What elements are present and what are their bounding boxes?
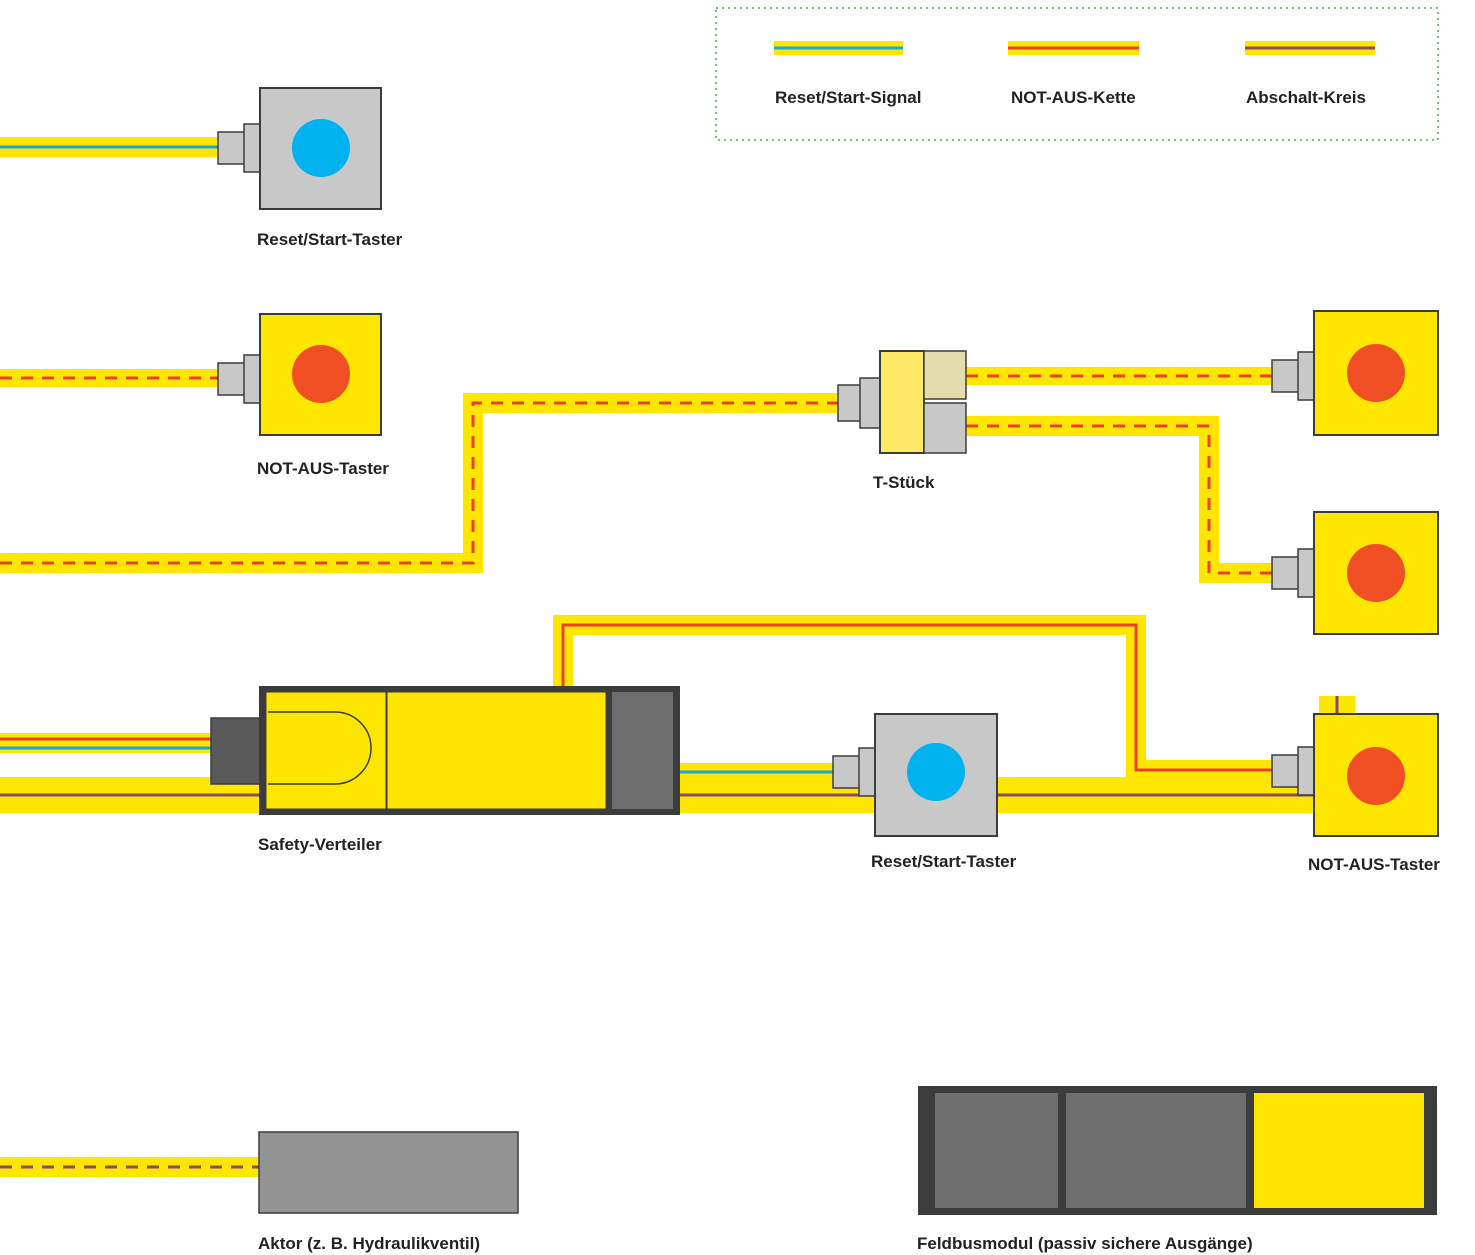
legend-swatch-notaus [1008, 41, 1139, 55]
aktor-body [258, 1131, 519, 1214]
legend-label-notaus: NOT-AUS-Kette [1011, 88, 1136, 107]
emergency-stop-icon [1347, 747, 1405, 805]
safety-verteiler [210, 686, 680, 815]
connector [837, 384, 863, 422]
t-stueck-body [879, 350, 925, 454]
connector [217, 362, 247, 396]
cable-aktor [0, 1157, 260, 1177]
connector [1271, 556, 1301, 590]
t-stueck [837, 350, 967, 454]
emergency-stop-icon [1347, 544, 1405, 602]
cable-verteiler-reset [680, 763, 835, 781]
reset-button-icon [907, 743, 965, 801]
emergency-stop-icon [292, 345, 350, 403]
connector [832, 755, 862, 789]
t-stueck-port-lower [923, 402, 967, 454]
notaus-taster-right-middle [1271, 511, 1439, 635]
label-feldbusmodul: Feldbusmodul (passiv sichere Ausgänge) [917, 1234, 1253, 1253]
notaus-taster-right-upper [1271, 310, 1439, 436]
notaus-taster-right-lower [1271, 713, 1439, 837]
connector [1271, 359, 1301, 393]
legend-swatch-reset [774, 41, 903, 55]
verteiler-section-3 [612, 692, 673, 809]
feldbus-section-1 [935, 1093, 1058, 1208]
verteiler-latch-icon [268, 711, 372, 785]
reset-taster-mid [832, 713, 998, 837]
legend-label-abschalt: Abschalt-Kreis [1246, 88, 1366, 107]
label-reset-taster-top: Reset/Start-Taster [257, 230, 403, 249]
legend-label-reset: Reset/Start-Signal [775, 88, 921, 107]
notaus-taster-left [217, 313, 382, 436]
t-stueck-port-upper [923, 350, 967, 400]
feldbus-section-2 [1066, 1093, 1246, 1208]
cable-notaus-t-stueck [0, 393, 840, 573]
verteiler-plug [210, 717, 269, 785]
label-aktor: Aktor (z. B. Hydraulikventil) [258, 1234, 480, 1253]
legend-frame [715, 7, 1439, 141]
cable-reset-top [0, 137, 222, 157]
cable-t-branch-upper [966, 367, 1276, 385]
cable-t-branch-lower [966, 416, 1276, 583]
reset-taster-top [217, 87, 382, 210]
aktor [258, 1131, 519, 1214]
label-safety-verteiler: Safety-Verteiler [258, 835, 382, 854]
verteiler-section-2 [386, 691, 607, 810]
label-reset-taster-mid: Reset/Start-Taster [871, 852, 1017, 871]
cable-verteiler-notaus [553, 615, 1276, 780]
legend: Reset/Start-Signal NOT-AUS-Kette Abschal… [715, 7, 1439, 141]
connector [217, 131, 247, 165]
cable-notaus-left [0, 369, 222, 387]
emergency-stop-icon [1347, 344, 1405, 402]
connector [1271, 754, 1301, 788]
label-t-stueck: T-Stück [873, 473, 935, 492]
label-notaus-taster-right: NOT-AUS-Taster [1308, 855, 1440, 874]
feldbus-section-3 [1254, 1093, 1424, 1208]
connector [859, 377, 881, 429]
verteiler-section-1 [265, 691, 387, 810]
taster-housing [259, 313, 382, 436]
cable-verteiler-input [0, 733, 212, 753]
feldbusmodul [918, 1086, 1437, 1215]
reset-button-icon [292, 119, 350, 177]
legend-swatch-abschalt [1245, 41, 1375, 55]
label-notaus-taster-left: NOT-AUS-Taster [257, 459, 389, 478]
